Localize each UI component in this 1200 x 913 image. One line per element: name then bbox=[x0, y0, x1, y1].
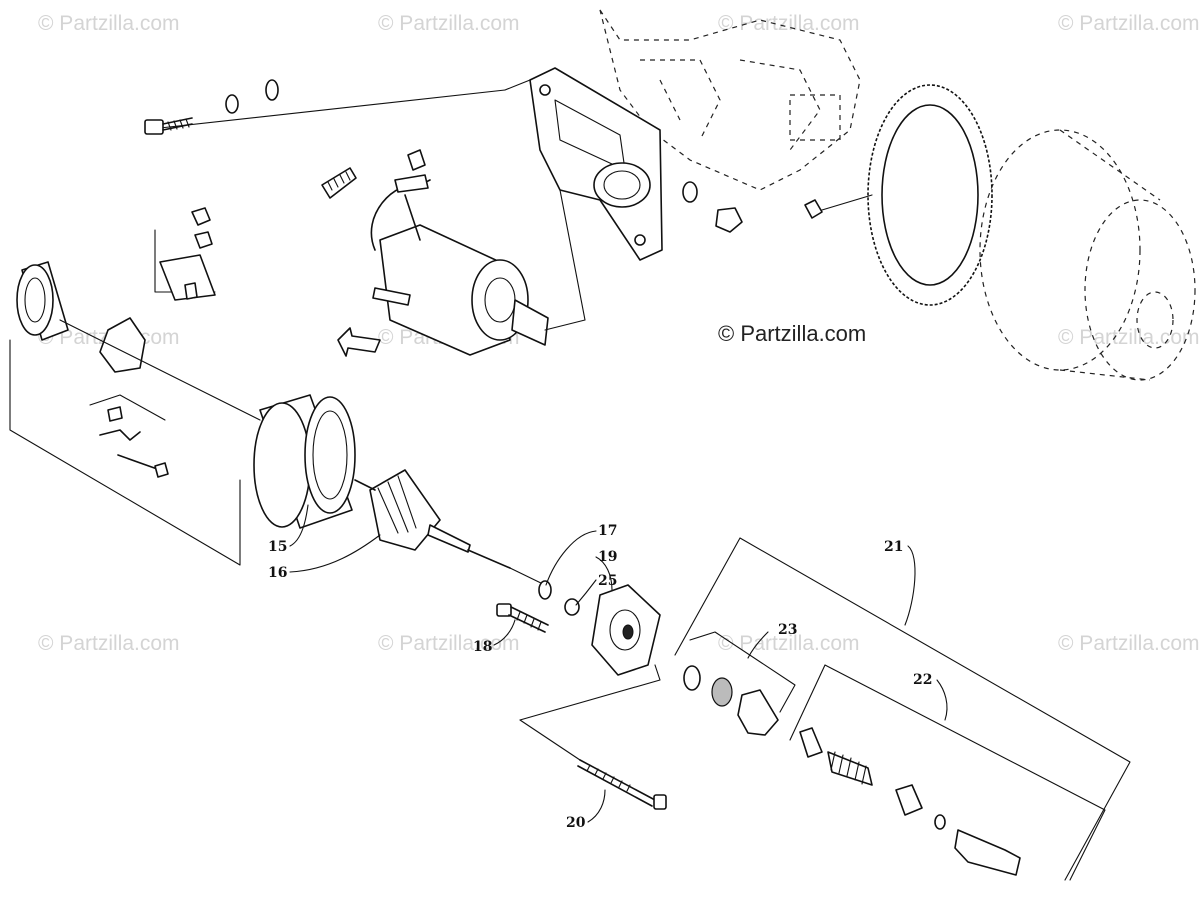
watermark: © Partzilla.com bbox=[1058, 326, 1200, 349]
callout-17: 17 bbox=[598, 523, 617, 539]
watermark: © Partzilla.com bbox=[718, 12, 860, 35]
clutch-drum bbox=[979, 129, 1196, 381]
bolt-18 bbox=[496, 603, 549, 633]
field-housing bbox=[253, 394, 356, 529]
callout-labels: 15 16 17 18 19 20 21 22 23 25 bbox=[268, 523, 932, 831]
watermark: © Partzilla.com bbox=[1058, 632, 1200, 655]
callout-23: 23 bbox=[778, 622, 797, 638]
callout-25: 25 bbox=[598, 573, 617, 589]
mounting-bolt-assembly bbox=[144, 79, 873, 233]
copyright-text: © Partzilla.com bbox=[718, 321, 866, 346]
callout-21: 21 bbox=[884, 539, 903, 555]
callout-20: 20 bbox=[566, 815, 586, 831]
brush-holder-group bbox=[9, 207, 261, 566]
callout-22: 22 bbox=[913, 672, 932, 688]
watermark: © Partzilla.com bbox=[378, 632, 520, 655]
drive-end-housing bbox=[538, 580, 661, 676]
drive-assembly bbox=[674, 537, 1131, 881]
callout-19: 19 bbox=[598, 549, 617, 565]
callout-15: 15 bbox=[268, 539, 287, 555]
watermark: © Partzilla.com bbox=[1058, 12, 1200, 35]
armature bbox=[354, 469, 546, 586]
watermark: © Partzilla.com bbox=[378, 12, 520, 35]
through-bolt-20 bbox=[519, 664, 667, 810]
direction-arrow bbox=[337, 327, 381, 357]
watermark: © Partzilla.com bbox=[38, 12, 180, 35]
mounting-bracket bbox=[529, 67, 663, 261]
starter-motor-assembled bbox=[321, 149, 586, 356]
callout-16: 16 bbox=[268, 565, 287, 581]
watermarks: © Partzilla.com © Partzilla.com © Partzi… bbox=[38, 12, 1200, 655]
leader-lines bbox=[289, 504, 948, 823]
callout-18: 18 bbox=[473, 639, 492, 655]
ring-gear bbox=[867, 84, 993, 306]
watermark: © Partzilla.com bbox=[38, 632, 180, 655]
